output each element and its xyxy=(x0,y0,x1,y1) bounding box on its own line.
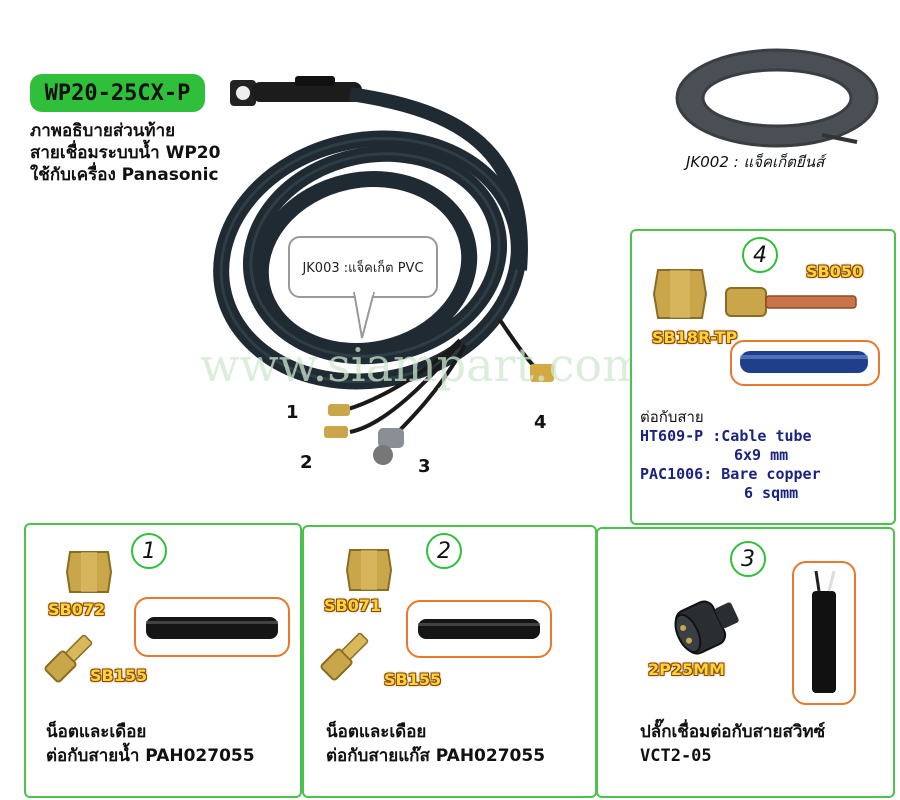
blue-cable-tube-icon xyxy=(740,351,868,373)
black-hose-p2-icon xyxy=(418,619,540,639)
connector-number-4: 4 xyxy=(534,412,547,433)
part-label-sb050: SB050 xyxy=(806,262,864,281)
description-line-2: สายเชื่อมระบบน้ำ WP20 xyxy=(30,143,221,163)
product-description: ภาพอธิบายส่วนท้าย สายเชื่อมระบบน้ำ WP20 … xyxy=(30,120,220,186)
part-label-2p25mm: 2P25MM xyxy=(648,660,725,679)
panel-2-caption-line-2: ต่อกับสายแก๊ส PAH027055 xyxy=(326,746,546,766)
panel-3-caption: ปลั๊กเชื่อมต่อกับสายสวิทซ์ VCT2-05 xyxy=(640,720,825,768)
panel-4-line-3: PAC1006: Bare copper xyxy=(640,465,821,483)
description-line-1: ภาพอธิบายส่วนท้าย xyxy=(30,121,176,141)
panel-3-caption-line-1: ปลั๊กเชื่อมต่อกับสายสวิทซ์ xyxy=(640,722,826,742)
connector-number-1: 1 xyxy=(286,402,299,423)
jk003-callout-text: JK003 :แจ็คเก็ต PVC xyxy=(302,260,424,276)
fitting-sb050-icon xyxy=(725,287,857,317)
panel-4-line-4: 6 sqmm xyxy=(744,484,799,502)
water-hose-box xyxy=(134,597,290,657)
panel-4-line-2: 6x9 mm xyxy=(734,446,789,464)
switch-cable-box xyxy=(792,561,856,705)
torch-head-icon xyxy=(230,76,362,106)
panel-2-number: 2 xyxy=(426,533,462,569)
welding-cable-illustration xyxy=(213,76,554,465)
jk002-label: JK002 : แจ็คเก็ตยีนส์ xyxy=(686,153,825,171)
part-label-sb071: SB071 xyxy=(324,596,382,615)
connector-fittings-icon xyxy=(324,364,554,465)
plug-2p25mm-icon xyxy=(674,600,739,655)
jeans-jacket-icon xyxy=(675,48,879,148)
panel-1-caption-line-2: ต่อกับสายน้ำ PAH027055 xyxy=(46,746,255,766)
connector-number-2: 2 xyxy=(300,452,313,473)
jk003-callout: JK003 :แจ็คเก็ต PVC xyxy=(288,236,438,298)
panel-1-number: 1 xyxy=(131,533,167,569)
nut-sb18r-icon xyxy=(652,269,708,319)
panel-4-line-1: HT609-P :Cable tube xyxy=(640,427,812,445)
panel-2-caption: น็อตและเดือย ต่อกับสายแก๊ส PAH027055 xyxy=(326,720,545,768)
gas-hose-box xyxy=(406,600,552,658)
barb-sb155-p2-icon xyxy=(320,632,369,681)
panel-3-caption-line-2: VCT2-05 xyxy=(640,746,712,766)
watermark-text: www.siampart.com xyxy=(200,338,646,392)
part-label-sb18r-tp: SB18R-TP xyxy=(652,328,738,347)
barb-sb155-icon xyxy=(44,634,93,683)
panel-4-text: ต่อกับสาย HT609-P :Cable tube 6x9 mm PAC… xyxy=(640,408,821,503)
panel-1-caption-line-1: น็อตและเดือย xyxy=(46,722,147,742)
product-title-badge: WP20-25CX-P xyxy=(30,74,205,112)
nut-sb072-icon xyxy=(65,551,113,593)
panel-3-number: 3 xyxy=(730,541,766,577)
panel-2-caption-line-1: น็อตและเดือย xyxy=(326,722,427,742)
panel-4-connect-label: ต่อกับสาย xyxy=(640,408,704,426)
switch-cable-icon xyxy=(812,570,836,693)
nut-sb071-icon xyxy=(345,549,393,591)
part-label-sb155-p1: SB155 xyxy=(90,666,148,685)
part-label-sb072: SB072 xyxy=(48,600,106,619)
description-line-3: ใช้กับเครื่อง Panasonic xyxy=(30,165,219,185)
black-hose-icon xyxy=(146,617,278,639)
connector-number-3: 3 xyxy=(418,456,431,477)
callout-pointer-icon xyxy=(352,292,376,339)
part-label-sb155-p2: SB155 xyxy=(384,670,442,689)
panel-4-number: 4 xyxy=(742,237,778,273)
cable-tube-box xyxy=(730,340,880,386)
panel-1-caption: น็อตและเดือย ต่อกับสายน้ำ PAH027055 xyxy=(46,720,255,768)
